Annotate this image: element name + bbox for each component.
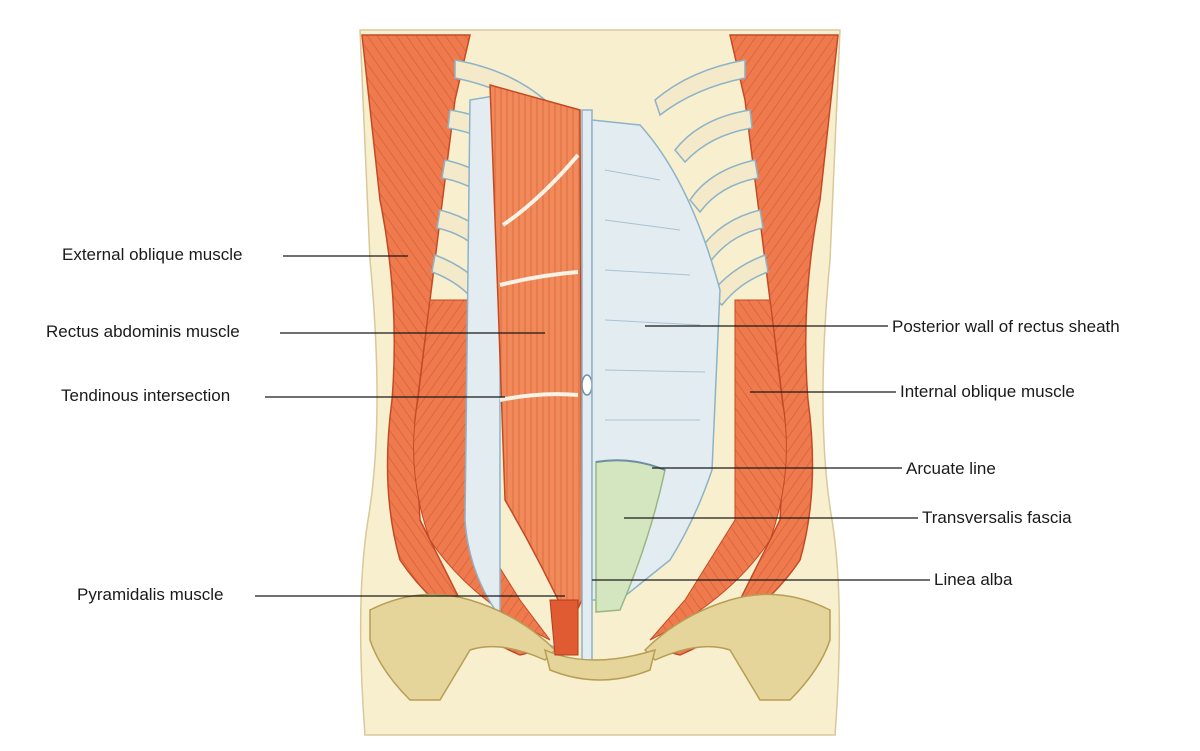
label-rectus-abdominis: Rectus abdominis muscle [46, 322, 240, 341]
leader-lines [255, 255, 930, 597]
left-internal-oblique-shape [413, 299, 551, 641]
pubic-symphysis [543, 648, 657, 681]
label-tendinous-intersection: Tendinous intersection [61, 386, 231, 405]
right-external-oblique-shape [658, 34, 839, 656]
right-internal-oblique-shape [649, 299, 787, 641]
tendinous-intersections [499, 153, 580, 402]
label-posterior-wall: Posterior wall of rectus sheath [892, 317, 1120, 336]
sheath-lines [604, 169, 706, 421]
umbilicus [581, 374, 593, 396]
label-linea-alba: Linea alba [934, 570, 1013, 589]
label-pyramidalis: Pyramidalis muscle [77, 585, 224, 604]
label-transversalis-fascia: Transversalis fascia [922, 508, 1072, 527]
label-internal-oblique: Internal oblique muscle [900, 382, 1075, 401]
right-hip-bone [643, 593, 831, 701]
left-external-oblique-shape [361, 34, 542, 656]
pyramidalis-shape [549, 599, 579, 656]
label-arcuate-line: Arcuate line [906, 459, 996, 478]
label-external-oblique: External oblique muscle [62, 245, 243, 264]
